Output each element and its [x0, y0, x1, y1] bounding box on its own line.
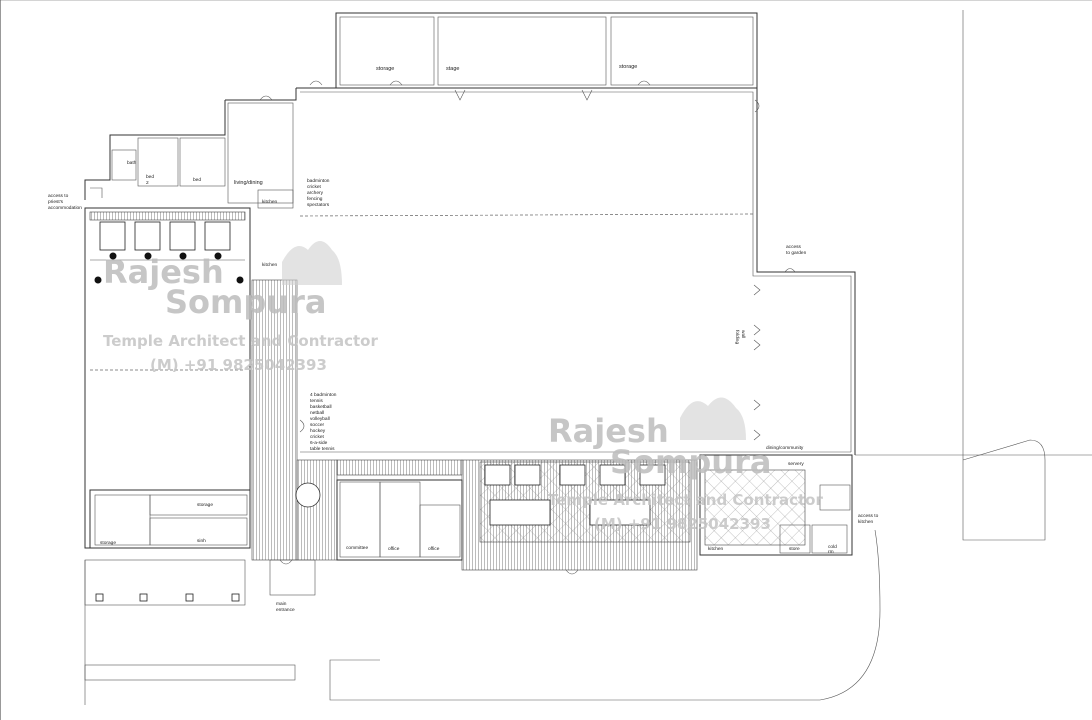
room-labels: storage stage storage bath bed 2 bed liv… — [48, 64, 879, 613]
sports-hall — [296, 87, 856, 455]
label-store: store — [789, 546, 800, 552]
left-wing — [84, 207, 251, 549]
watermark-right-name-2: Sompura — [610, 443, 771, 481]
toilet-block — [479, 461, 691, 543]
label-hall-sport-2: cricket — [307, 184, 322, 190]
label-court-sport-5: volleyball — [310, 416, 330, 422]
watermark-right-phone: (M) +91 9825042393 — [594, 515, 771, 533]
label-access-kitchen-1: access to — [858, 513, 879, 519]
label-court-sport-4: netball — [310, 410, 324, 416]
kitchen-block — [699, 454, 853, 556]
priest-accommodation — [84, 88, 297, 209]
label-main-entrance-1: main — [276, 601, 287, 607]
watermark-left-tagline: Temple Architect and Contractor — [103, 332, 378, 350]
label-court-sport-2: tennis — [310, 398, 323, 404]
label-office-2: office — [428, 546, 440, 552]
label-storage-right: storage — [619, 64, 637, 70]
stage-block — [309, 12, 758, 101]
label-court-sport-10: table tennis — [310, 446, 335, 452]
label-access-priest-3: accommodation — [48, 205, 82, 211]
label-hall-sport-4: fencing — [307, 196, 323, 202]
label-living-dining: living/dining — [234, 180, 263, 186]
label-access-garden-2: to garden — [786, 250, 807, 256]
label-court-sport-1: 4 badminton — [310, 392, 337, 398]
label-kitchen-mid: kitchen — [262, 262, 278, 268]
label-court-sport-9: 6-a-side — [310, 440, 328, 446]
label-kitchen-lower: kitchen — [708, 546, 724, 552]
label-main-entrance-2: entrance — [276, 607, 295, 613]
temple-logo-icon — [282, 241, 746, 440]
watermark-right-tagline: Temple Architect and Contractor — [548, 491, 823, 509]
label-court-sport-6: soccer — [310, 422, 325, 428]
label-cold-2: rm — [828, 549, 834, 555]
label-access-kitchen-2: kitchen — [858, 519, 874, 525]
label-folding-wall-1: folding — [734, 330, 740, 344]
label-court-sport-8: cricket — [310, 434, 325, 440]
label-stage: stage — [446, 66, 459, 72]
label-court-sport-7: hockey — [310, 428, 326, 434]
label-folding-wall-2: wall — [740, 330, 746, 338]
watermark-right: Rajesh Sompura Temple Architect and Cont… — [548, 412, 823, 533]
watermark-right-name-1: Rajesh — [548, 412, 669, 450]
office-block — [336, 479, 463, 561]
watermark-left: Rajesh Sompura Temple Architect and Cont… — [103, 253, 378, 374]
label-access-garden-1: access — [786, 245, 802, 250]
label-sinh: sinh — [197, 538, 206, 544]
label-bed-1-number: 2 — [146, 180, 149, 186]
site-boundary — [329, 10, 1092, 701]
label-storage-bottom-mid: storage — [197, 502, 213, 508]
label-office-1: office — [388, 546, 400, 552]
watermark-left-name-1: Rajesh — [103, 253, 224, 291]
label-storage-left: storage — [376, 66, 394, 72]
label-kitchen-upper: kitchen — [262, 199, 278, 205]
watermark-left-phone: (M) +91 9825042393 — [150, 356, 327, 374]
label-storage-bottom-left: storage — [100, 540, 116, 546]
label-servery: servery — [788, 461, 804, 467]
label-dining-community: dining/community — [766, 445, 804, 451]
label-access-priest-2: priest's — [48, 199, 64, 205]
label-bath: bath — [127, 160, 137, 166]
label-hall-sport-1: badminton — [307, 178, 330, 184]
entrance-porch — [84, 559, 579, 705]
label-hall-sport-5: spectators — [307, 202, 330, 208]
label-hall-sport-3: archery — [307, 190, 324, 196]
label-bed-1: bed — [146, 174, 154, 180]
label-bed-2: bed — [193, 177, 201, 183]
label-access-priest-1: access to — [48, 193, 69, 199]
label-cold-1: cold — [828, 544, 837, 550]
label-committee: committee — [346, 545, 368, 551]
label-court-sport-3: basketball — [310, 404, 332, 410]
watermark-left-name-2: Sompura — [165, 283, 326, 321]
